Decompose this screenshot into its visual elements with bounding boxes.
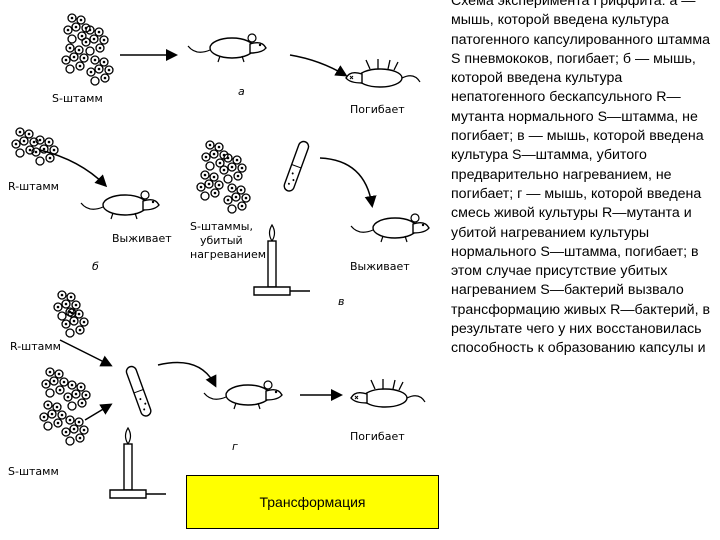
r-strain-label-b: R-штамм <box>8 180 59 193</box>
panel-g-label: г <box>232 440 238 453</box>
mouse-alive-v <box>350 213 430 243</box>
panel-a: S-штамм а Погибает <box>52 13 421 116</box>
r-strain-cells-g <box>53 290 89 338</box>
panel-g: R-штамм S-штамм г Погибает <box>8 290 426 499</box>
s-strain-label-a: S-штамм <box>52 92 103 105</box>
mouse-alive-b <box>80 190 160 220</box>
arrow-g2 <box>84 403 113 421</box>
transformation-label: Трансформация <box>259 494 366 510</box>
s-strain-cells-g <box>39 367 91 446</box>
burner-g <box>109 427 167 499</box>
panel-b: R-штамм Выживает б <box>8 127 172 273</box>
mouse-g <box>203 380 283 410</box>
dies-label-a: Погибает <box>350 103 405 116</box>
killed-label-v: убитый <box>200 234 243 247</box>
caption-text: Схема эксперимента Гриффита: а — мышь, к… <box>451 0 719 359</box>
transformation-box: Трансформация <box>186 475 439 529</box>
survives-label-v: Выживает <box>350 260 410 273</box>
dead-mouse-a <box>345 58 421 88</box>
s-strain-killed-label-v: S-штаммы, <box>190 220 253 233</box>
arrow-g3 <box>157 361 217 388</box>
dies-label-g: Погибает <box>350 430 405 443</box>
panel-v: S-штаммы, убитый нагреванием в Выживает <box>190 139 430 308</box>
arrow-b <box>39 149 108 188</box>
mouse-alive-a <box>187 33 267 63</box>
dead-mouse-g <box>350 378 426 408</box>
r-strain-label-g: R-штамм <box>10 340 61 353</box>
panel-v-label: в <box>338 295 344 308</box>
heat-label-v: нагреванием <box>190 248 266 261</box>
arrow-v <box>319 157 377 208</box>
griffith-experiment-diagram: S-штамм а Погибает R-штамм Выживает б S-… <box>8 13 430 499</box>
arrow-a2 <box>289 54 348 77</box>
survives-label-b: Выживает <box>112 232 172 245</box>
s-strain-cells-a <box>61 13 114 86</box>
test-tube-g <box>124 364 153 419</box>
r-strain-cells-b <box>11 127 59 166</box>
panel-a-label: а <box>238 85 245 98</box>
test-tube-v <box>282 139 311 194</box>
arrow-g1 <box>59 339 113 367</box>
s-strain-label-g: S-штамм <box>8 465 59 478</box>
s-strain-cells-v <box>196 140 251 214</box>
panel-b-label: б <box>92 260 99 273</box>
caption-paragraph: Схема эксперимента Гриффита: а — мышь, к… <box>451 0 711 357</box>
